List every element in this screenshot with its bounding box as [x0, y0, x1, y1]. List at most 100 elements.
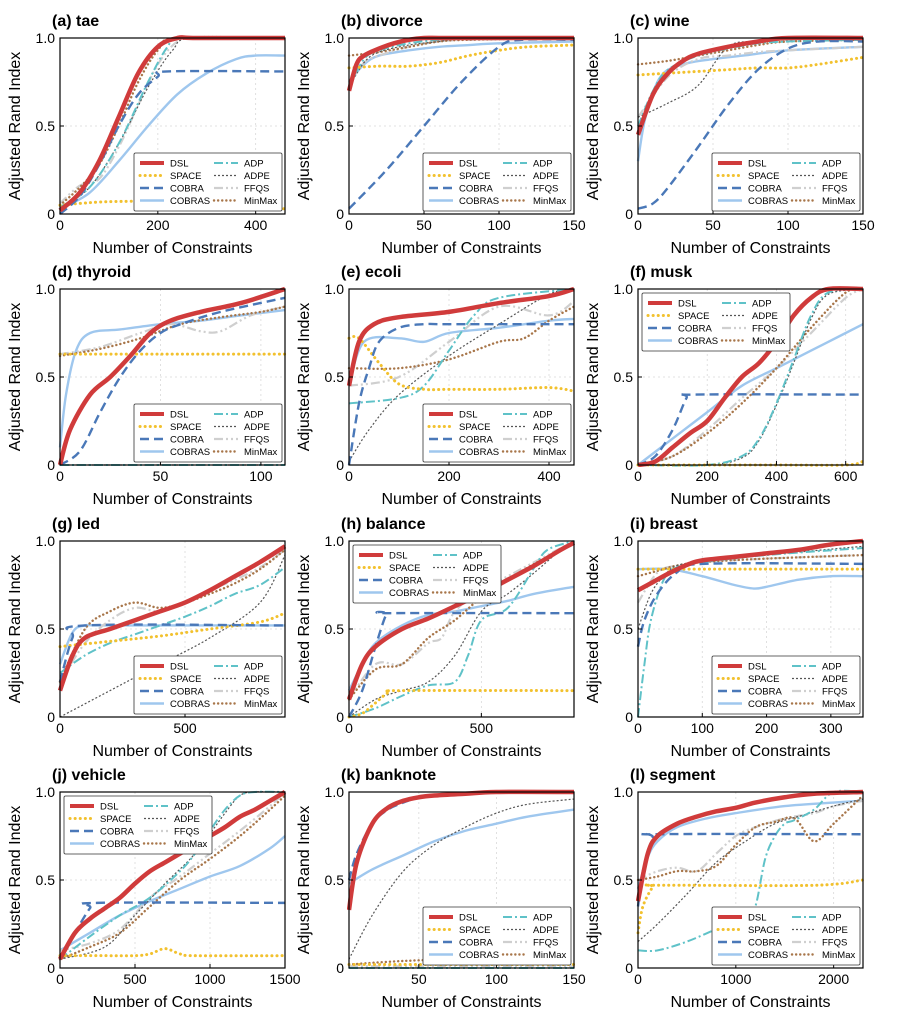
legend-label: ADPE [244, 674, 270, 685]
series-line-cobras [59, 54, 286, 210]
legend-label: ADP [822, 913, 842, 924]
x-axis-label: Number of Constraints [92, 743, 252, 760]
legend-label: ADP [244, 662, 264, 673]
legend-label: SPACE [748, 171, 780, 182]
x-tick-label: 1000 [194, 971, 225, 987]
y-axis-label: Adjusted Rand Index [7, 555, 24, 704]
y-tick-label: 0.5 [325, 118, 345, 134]
x-tick-label: 0 [345, 720, 353, 736]
series-line-ffqs [348, 300, 575, 387]
x-axis-label: Number of Constraints [670, 491, 830, 508]
legend-label: DSL [748, 159, 766, 170]
y-tick-label: 1.0 [614, 281, 634, 297]
y-tick-label: 0.5 [36, 369, 56, 385]
legend-label: DSL [170, 159, 188, 170]
legend-label: FFQS [752, 324, 777, 335]
legend-label: MinMax [533, 196, 567, 207]
legend-label: COBRA [748, 687, 782, 698]
y-tick-label: 1.0 [325, 784, 345, 800]
y-tick-label: 1.0 [325, 533, 345, 549]
legend-label: ADPE [533, 925, 559, 936]
x-tick-label: 600 [834, 468, 858, 484]
series-line-adpe [637, 545, 864, 630]
x-axis-label: Number of Constraints [381, 743, 541, 760]
x-tick-label: 2000 [818, 971, 849, 987]
y-axis-label: Adjusted Rand Index [7, 806, 24, 955]
legend-label: COBRA [459, 184, 493, 195]
legend-label: MinMax [244, 699, 278, 710]
legend-label: MinMax [822, 950, 856, 961]
legend-label: FFQS [822, 687, 847, 698]
legend-label: FFQS [533, 184, 558, 195]
series-line-cobra [637, 393, 864, 467]
x-axis-label: Number of Constraints [92, 240, 252, 257]
series-line-minmax [347, 305, 576, 371]
y-tick-label: 0 [625, 457, 633, 473]
y-tick-label: 0 [47, 709, 55, 725]
y-tick-label: 0 [336, 960, 344, 976]
legend-label: COBRA [459, 435, 493, 446]
legend-label: SPACE [100, 814, 132, 825]
y-tick-label: 1.0 [36, 533, 56, 549]
series-line-ffqs [59, 305, 286, 356]
legend-label: DSL [748, 913, 766, 924]
y-axis-label: Adjusted Rand Index [296, 806, 313, 955]
y-axis-label: Adjusted Rand Index [296, 555, 313, 704]
y-tick-label: 0.5 [325, 621, 345, 637]
x-tick-label: 50 [411, 971, 427, 987]
series-line-ffqs [637, 553, 864, 604]
legend-label: DSL [678, 299, 696, 310]
legend-label: DSL [389, 551, 407, 562]
series-line-space [347, 334, 576, 393]
chart-title: (l) segment [630, 767, 716, 784]
y-tick-label: 0 [625, 206, 633, 222]
x-tick-label: 50 [705, 217, 721, 233]
y-axis-label: Adjusted Rand Index [296, 303, 313, 452]
y-tick-label: 1.0 [36, 784, 56, 800]
legend-label: SPACE [459, 171, 491, 182]
x-tick-label: 300 [819, 720, 843, 736]
y-tick-label: 0 [336, 709, 344, 725]
series-line-adpe [637, 288, 864, 467]
y-axis-label: Adjusted Rand Index [585, 555, 602, 704]
series-line-cobra [347, 790, 575, 881]
series-line-cobra [59, 296, 286, 467]
legend-label: DSL [459, 159, 477, 170]
y-tick-label: 0 [336, 206, 344, 222]
legend-box [133, 655, 283, 715]
y-axis-label: Adjusted Rand Index [296, 52, 313, 201]
legend-box [422, 152, 572, 212]
series-line-dsl [347, 286, 575, 387]
series-line-ffqs [59, 548, 286, 683]
x-tick-label: 150 [562, 217, 586, 233]
x-tick-label: 1000 [720, 971, 751, 987]
y-tick-label: 0 [336, 457, 344, 473]
legend-label: FFQS [244, 184, 269, 195]
legend-label: FFQS [533, 435, 558, 446]
legend-label: FFQS [463, 576, 488, 587]
legend-label: ADPE [463, 563, 489, 574]
series-line-dsl [58, 286, 286, 466]
legend-box [422, 906, 572, 966]
series-line-dsl [347, 789, 575, 911]
chart-title: (h) balance [341, 516, 426, 533]
x-axis-label: Number of Constraints [92, 491, 252, 508]
legend-label: MinMax [244, 196, 278, 207]
legend-box [711, 152, 861, 212]
legend-label: DSL [459, 913, 477, 924]
chart-title: (g) led [52, 516, 100, 533]
x-tick-label: 200 [755, 720, 779, 736]
x-axis-label: Number of Constraints [670, 743, 830, 760]
legend-label: MinMax [533, 447, 567, 458]
